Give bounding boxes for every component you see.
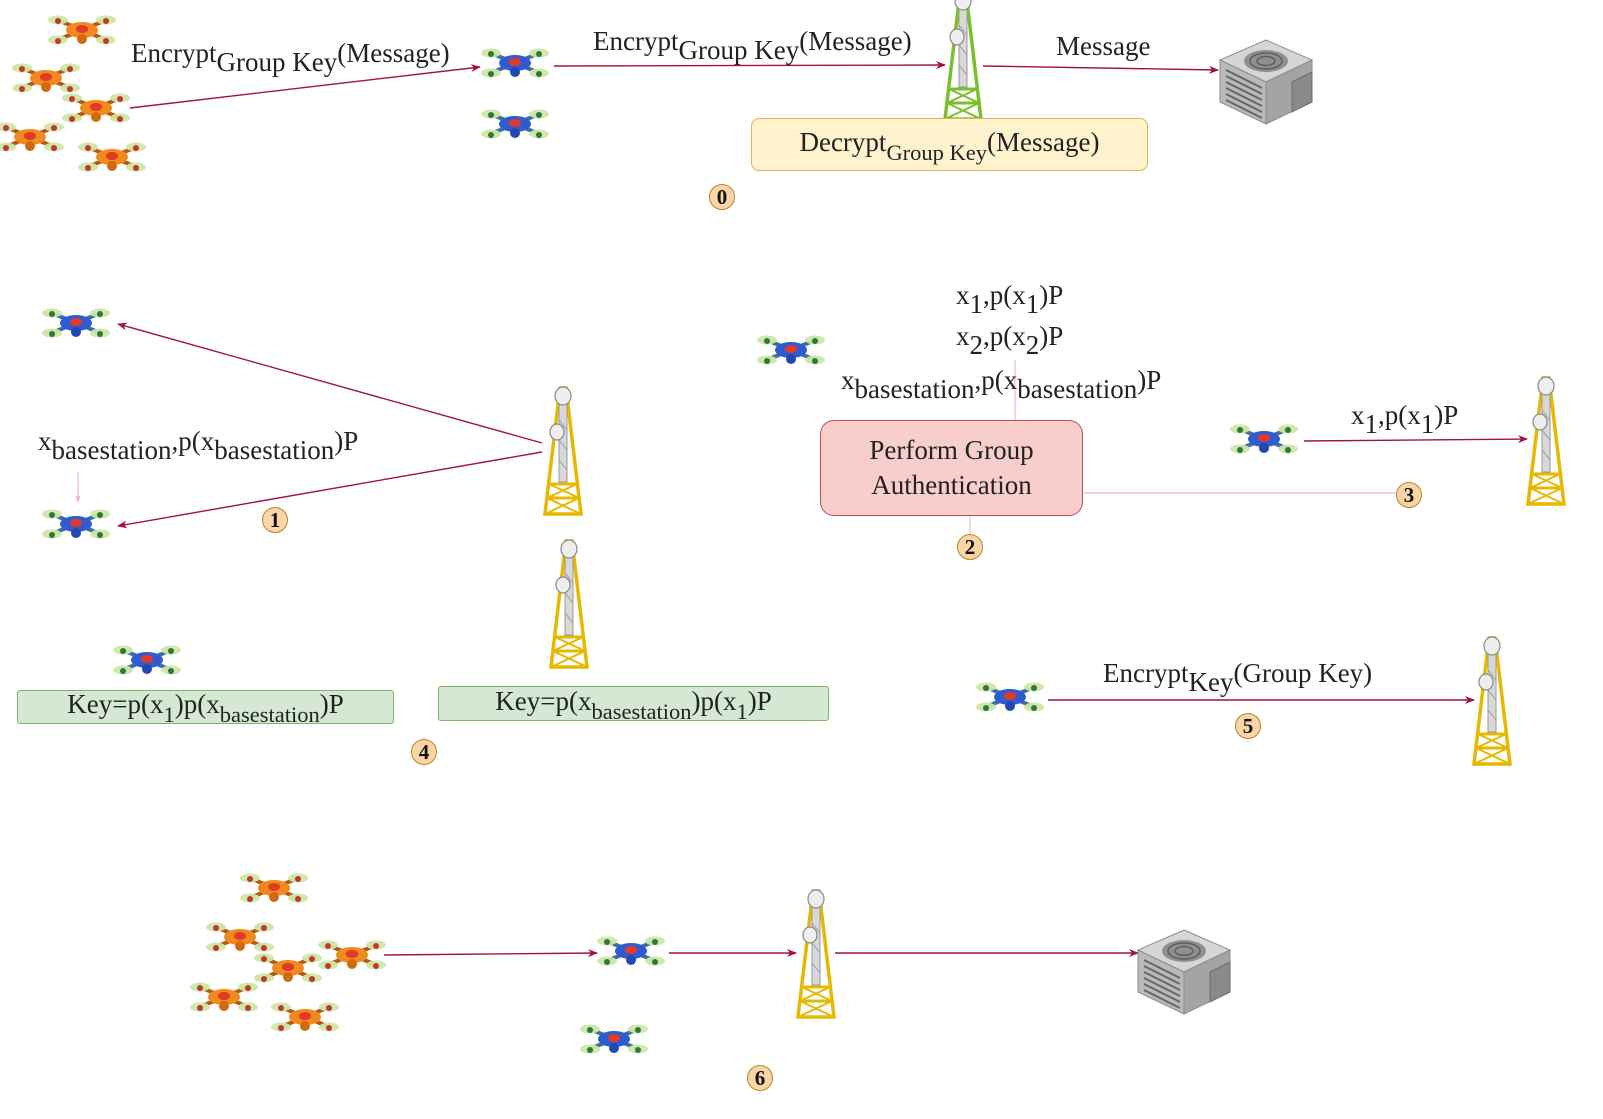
drone-icon [111,643,183,677]
arrow-tower-to-server [982,65,1219,74]
drone-icon [40,507,112,541]
panel-2-connectors [969,360,1396,534]
drone-icon [755,333,827,367]
drone-key-box: Key=p(x1)p(xbasestation)P [17,689,394,726]
drone-icon [46,13,118,47]
decrypt-box: DecryptGroup Key(Message) [751,118,1148,171]
panel-0-arrows [129,61,1219,109]
tower-icon [943,0,983,121]
step-badge-3: 3 [1396,482,1422,508]
drone-icon [595,934,667,968]
step-badge-5: 5 [1235,713,1261,739]
drone-icon [479,46,551,80]
drone-icon [578,1022,650,1056]
drone-icon [10,61,82,95]
panel-1-arrows [75,322,543,529]
server-icon [1219,39,1313,125]
tower-icon [543,385,583,516]
label-share-1: x1,p(x1)P [956,280,1064,319]
arrow-tower-to-drone-bottom [117,451,543,529]
drone-icon [60,91,132,125]
label-encrypt-leader-to-tower: EncryptGroup Key(Message) [593,26,912,65]
label-encrypt-swarm-to-leader: EncryptGroup Key(Message) [131,38,450,77]
drone-icon [269,1000,341,1034]
step-badge-2: 2 [957,534,983,560]
tower-icon [1526,375,1566,506]
drone-icon [1228,422,1300,456]
panel-6-icons [188,871,1231,1056]
tower-icon [549,538,589,669]
drone-icon [479,107,551,141]
label-share-2: x2,p(x2)P [956,321,1064,360]
server-icon [1137,929,1231,1015]
drone-icon [204,920,276,954]
drone-icon [188,980,260,1014]
step-badge-1: 1 [262,507,288,533]
arrow-swarm-to-leader [383,949,598,958]
drone-icon [40,306,112,340]
label-message: Message [1056,31,1151,61]
drone-icon [316,938,388,972]
step-badge-0: 0 [709,184,735,210]
tower-icon [1472,635,1512,766]
drone-icon [238,871,310,905]
arrow-swarm-to-leader [129,64,481,109]
label-basestation-share: xbasestation,p(xbasestation)P [38,426,359,465]
panel-3-arrows [1303,435,1528,444]
step-badge-6: 6 [747,1065,773,1091]
step-badge-4: 4 [411,739,437,765]
arrow-leader-to-tower [553,61,946,70]
drone-icon [0,120,66,154]
tower-key-box: Key=p(xbasestation)p(x1)P [438,686,829,723]
drone-icon [76,140,148,174]
tower-icon [796,888,836,1019]
panel-6-arrows [383,949,1139,958]
arrow-tower-to-drone-top [117,322,543,444]
panel-1-icons [40,306,583,541]
label-share-basestation: xbasestation,p(xbasestation)P [841,365,1162,404]
label-share-1-to-tower: x1,p(x1)P [1351,400,1459,439]
drone-icon [252,951,324,985]
label-encrypt-group-key: EncryptKey(Group Key) [1103,658,1373,697]
panel-4-icons [111,538,589,677]
panel-2-icons [755,333,827,367]
arrow-drone-to-tower [1303,435,1528,444]
drone-icon [974,680,1046,714]
